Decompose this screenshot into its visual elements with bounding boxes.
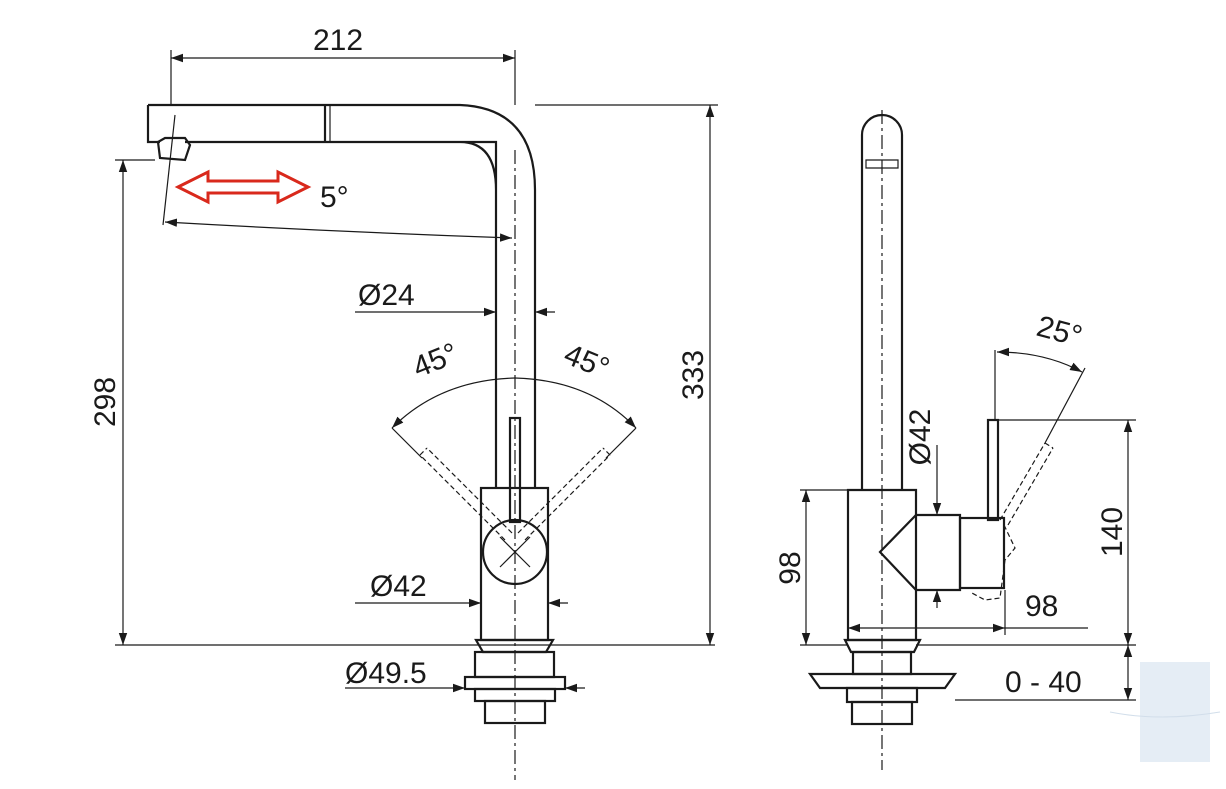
lever-ghost-right bbox=[517, 447, 611, 541]
dim-140-label: 140 bbox=[1096, 507, 1129, 557]
dim-298-label: 298 bbox=[89, 377, 122, 427]
hub-cross-2 bbox=[499, 536, 531, 568]
watermark-logo bbox=[1109, 662, 1221, 762]
dim-25-label: 25° bbox=[1033, 310, 1085, 354]
spout-head-outline bbox=[146, 103, 537, 488]
dim-25-arc bbox=[996, 347, 1083, 373]
swivel-arrow bbox=[174, 169, 312, 205]
swivel-arc bbox=[164, 218, 513, 242]
side-base-ring bbox=[843, 638, 922, 654]
dim-212-label: 212 bbox=[313, 24, 363, 57]
dim-deck-label: 0 - 40 bbox=[1005, 666, 1082, 699]
swivel-reference-line bbox=[162, 114, 176, 226]
dim-333-label: 333 bbox=[677, 350, 710, 400]
lever-ghost-left bbox=[419, 447, 513, 541]
side-lever bbox=[986, 418, 1000, 522]
lever-hub bbox=[481, 518, 549, 586]
swivel-angle-label: 5° bbox=[320, 181, 349, 214]
side-mounting-thread bbox=[850, 700, 914, 726]
dim-side-diameter-label: Ø42 bbox=[904, 409, 937, 466]
dim-body-diameter-label: Ø42 bbox=[370, 570, 427, 603]
lever bbox=[508, 416, 522, 524]
spray-nozzle bbox=[156, 136, 192, 162]
dim-spout-diameter-label: Ø24 bbox=[358, 279, 415, 312]
dim-98h-label: 98 bbox=[1025, 590, 1058, 623]
front-view: 212 5° Ø24 45° 45° Ø42 Ø49.5 298 333 bbox=[89, 24, 718, 780]
side-aerator bbox=[865, 159, 899, 169]
side-cartridge bbox=[878, 513, 962, 592]
lever-arc-left bbox=[391, 377, 516, 429]
side-lever-hub bbox=[958, 516, 1006, 590]
dim-base-diameter-label: Ø49.5 bbox=[345, 657, 427, 690]
dim-98v-label: 98 bbox=[774, 551, 807, 584]
lever-arc-right-ext bbox=[605, 427, 637, 459]
side-view: 25° Ø42 98 140 98 0 - 40 bbox=[774, 110, 1136, 770]
mounting-thread bbox=[483, 699, 547, 725]
dim-25-ext-angled bbox=[1044, 367, 1086, 444]
side-mounting-plate bbox=[807, 672, 958, 690]
side-lever-ghost bbox=[969, 442, 1054, 601]
lever-angle-right-label: 45° bbox=[559, 338, 613, 386]
lever-arc-right bbox=[514, 377, 637, 429]
lever-angle-left-label: 45° bbox=[408, 337, 462, 385]
lever-arc-left-ext bbox=[391, 427, 423, 459]
